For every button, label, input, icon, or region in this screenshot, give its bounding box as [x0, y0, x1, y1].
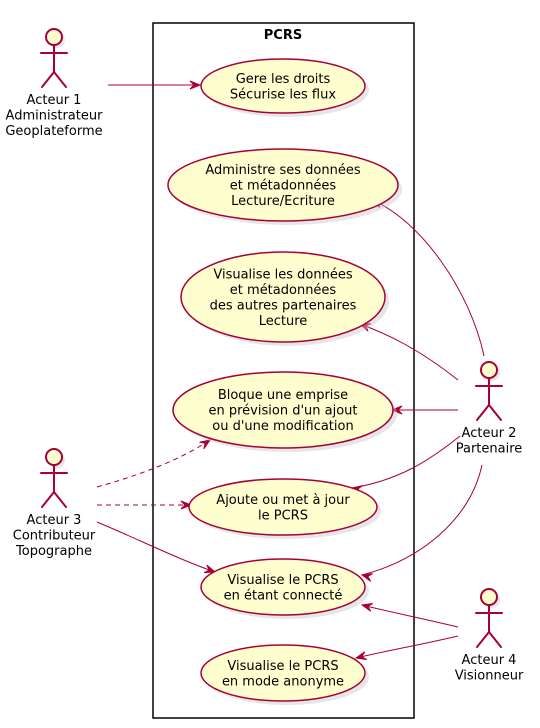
- use-case-ellipse: [167, 148, 399, 222]
- use-case-label: des autres partenaires: [210, 298, 357, 313]
- relation-a4-uc6: [361, 604, 459, 628]
- relation-a2-uc6: [361, 464, 483, 576]
- use-case-label: Administre ses données: [205, 163, 360, 178]
- relation-a4-uc7: [355, 635, 459, 659]
- actor-legs: [476, 403, 502, 421]
- actor-head: [480, 588, 498, 606]
- relation-a2-uc5: [351, 435, 461, 489]
- actor-head: [45, 448, 63, 466]
- actor-label: Geoplateforme: [5, 124, 102, 139]
- relation-a3-uc6: [96, 521, 216, 573]
- arrowhead: [180, 500, 193, 510]
- actor-label: Acteur 3: [27, 513, 82, 528]
- arrowhead: [360, 573, 373, 582]
- actor-legs: [41, 70, 67, 88]
- actor-label: Visionneur: [455, 669, 524, 684]
- use-case-label: Visualise le PCRS: [227, 573, 338, 588]
- arrowhead: [203, 564, 217, 574]
- actor-label: Acteur 2: [462, 426, 517, 441]
- actor-label: Acteur 1: [27, 93, 82, 108]
- use-case-label: et métadonnées: [230, 283, 337, 298]
- arrowhead: [189, 80, 202, 90]
- use-case-ellipse: [200, 58, 366, 114]
- use-case-ellipse: [172, 371, 394, 449]
- relation-a2-uc3: [359, 323, 459, 381]
- relation-a3-uc4: [96, 439, 211, 488]
- actor-head: [480, 361, 498, 379]
- use-case-label: Ajoute ou met à jour: [216, 493, 350, 508]
- use-case-ellipse: [180, 251, 386, 343]
- actor-label: Contributeur: [13, 529, 96, 544]
- actor-legs: [476, 630, 502, 648]
- actor-head: [45, 28, 63, 46]
- arrowhead: [390, 405, 403, 415]
- use-case-label: Visualise le PCRS: [227, 659, 338, 674]
- actor-label: Partenaire: [456, 442, 523, 457]
- arrowhead: [354, 651, 367, 661]
- actor-legs: [41, 490, 67, 508]
- use-case-ellipse: [188, 478, 378, 536]
- relation-a2-uc2: [371, 199, 485, 357]
- system-boundary: [152, 22, 415, 719]
- use-case-label: le PCRS: [258, 508, 308, 523]
- use-case-label: en étant connecté: [224, 588, 343, 603]
- use-case-label: Lecture/Ecriture: [231, 194, 335, 209]
- use-case-label: Lecture: [259, 314, 308, 329]
- actor-label: Acteur 4: [462, 653, 517, 668]
- use-case-label: Sécurise les flux: [230, 87, 336, 102]
- arrowhead: [199, 439, 212, 450]
- actor-label: Administrateur: [6, 109, 104, 124]
- arrowhead: [360, 603, 373, 612]
- system-title: PCRS: [264, 28, 302, 43]
- use-case-ellipse: [200, 644, 366, 702]
- use-case-label: et métadonnées: [230, 179, 337, 194]
- use-case-label: en mode anonyme: [222, 674, 344, 689]
- use-case-label: Visualise les données: [213, 267, 353, 282]
- use-case-label: Gere les droits: [236, 72, 331, 87]
- use-case-ellipse: [200, 558, 366, 616]
- use-case-label: ou d'une modification: [212, 419, 353, 434]
- use-case-label: en prévision d'un ajout: [209, 404, 358, 419]
- use-case-label: Bloque une emprise: [218, 388, 348, 403]
- actor-label: Topographe: [15, 544, 92, 559]
